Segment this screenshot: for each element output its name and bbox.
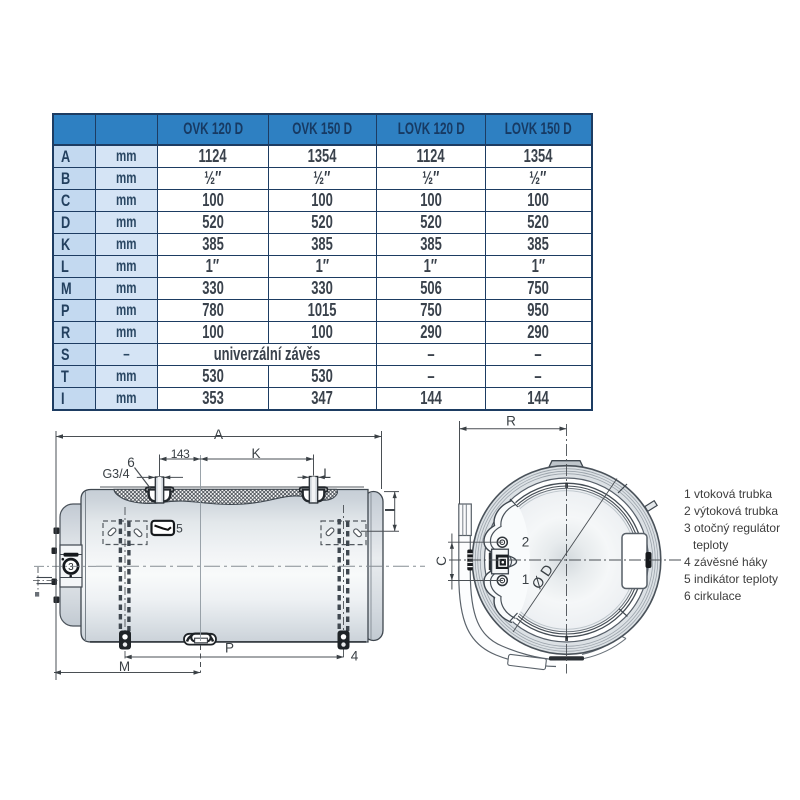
svg-text:I: I [383, 508, 398, 512]
svg-text:143: 143 [171, 447, 190, 461]
svg-text:A: A [214, 427, 223, 442]
svg-text:1: 1 [522, 572, 530, 587]
svg-text:K: K [251, 446, 260, 461]
svg-text:C: C [434, 556, 449, 566]
svg-text:M: M [119, 659, 130, 674]
svg-text:L: L [323, 466, 331, 481]
svg-text:P: P [225, 641, 234, 656]
svg-text:5: 5 [176, 522, 183, 536]
svg-text:3: 3 [68, 562, 74, 573]
svg-text:4: 4 [351, 649, 359, 664]
svg-text:2: 2 [522, 535, 530, 550]
svg-text:G3/4: G3/4 [102, 467, 129, 481]
svg-text:6: 6 [127, 455, 135, 470]
svg-text:R: R [506, 414, 516, 429]
